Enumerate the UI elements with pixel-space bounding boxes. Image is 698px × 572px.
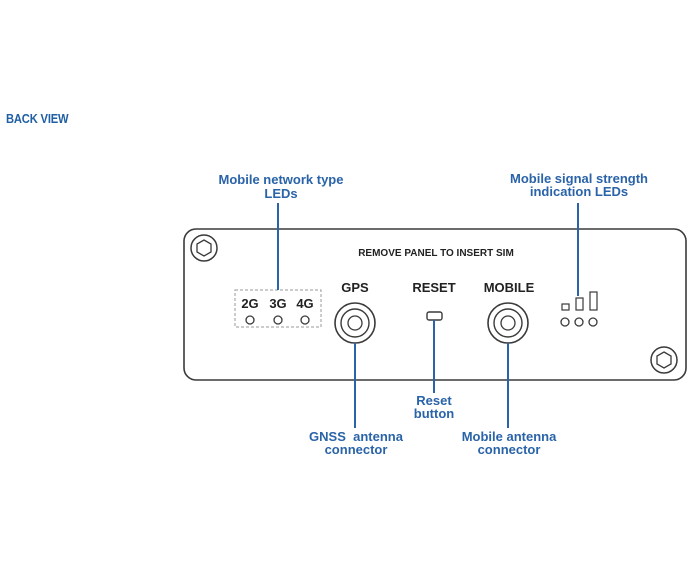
callout-reset-line2: button (414, 406, 454, 421)
signal-led-1 (560, 317, 570, 327)
callout-mobile-antenna-line2: connector (478, 442, 541, 457)
signal-strength-bars-icon (561, 291, 598, 311)
signal-led-3 (588, 317, 598, 327)
reset-button (426, 311, 443, 321)
callout-mobile-antenna-line1: Mobile antenna (462, 429, 557, 444)
led-4g (300, 315, 310, 325)
led-3g (273, 315, 283, 325)
led-label-2g: 2G (241, 296, 258, 311)
reset-label: RESET (412, 280, 455, 295)
screw-bottom-right-icon (650, 346, 678, 374)
callout-reset-line1: Reset (416, 393, 452, 408)
gps-connector-icon (334, 302, 376, 344)
led-label-4g: 4G (296, 296, 313, 311)
led-2g (245, 315, 255, 325)
callout-gnss-line1: GNSS antenna (309, 429, 404, 444)
screw-top-left-icon (190, 234, 218, 262)
callout-network-leds-line1: Mobile network type (219, 172, 344, 187)
led-label-3g: 3G (269, 296, 286, 311)
section-title: BACK VIEW (6, 111, 69, 126)
mobile-connector-icon (487, 302, 529, 344)
gps-label: GPS (341, 280, 369, 295)
callout-gnss-line2: connector (325, 442, 388, 457)
callout-signal-leds-line1: Mobile signal strength (510, 171, 648, 186)
sim-instruction-label: REMOVE PANEL TO INSERT SIM (358, 248, 514, 259)
signal-led-2 (574, 317, 584, 327)
mobile-label: MOBILE (484, 280, 535, 295)
callout-network-leds-line2: LEDs (264, 186, 297, 201)
callout-signal-leds-line2: indication LEDs (530, 184, 628, 199)
